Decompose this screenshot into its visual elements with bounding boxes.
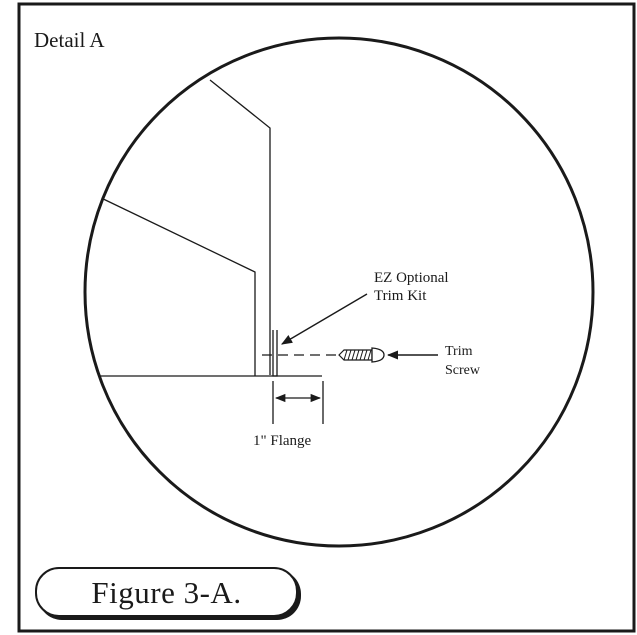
structure-lines <box>85 79 322 377</box>
trim-kit-leader <box>281 293 368 345</box>
trim-kit-flange <box>272 330 278 377</box>
figure-caption: Figure 3-A. <box>91 574 242 610</box>
unit-side-edge <box>94 194 256 376</box>
trim-screw-icon <box>338 347 385 363</box>
trim-kit-label-line2: Trim Kit <box>374 288 427 304</box>
figure-badge: Figure 3-A. <box>35 567 298 617</box>
trim-kit-label: EZ Optional <box>374 270 449 286</box>
detail-title: Detail A <box>34 28 105 52</box>
unit-top-edge <box>209 79 271 375</box>
trim-screw-label: Trim <box>445 344 473 359</box>
flange-label: 1" Flange <box>253 433 312 449</box>
trim-screw-label-line2: Screw <box>445 363 480 378</box>
detail-circle <box>83 36 595 548</box>
page-border <box>17 2 636 633</box>
flange-dimension <box>272 381 324 424</box>
